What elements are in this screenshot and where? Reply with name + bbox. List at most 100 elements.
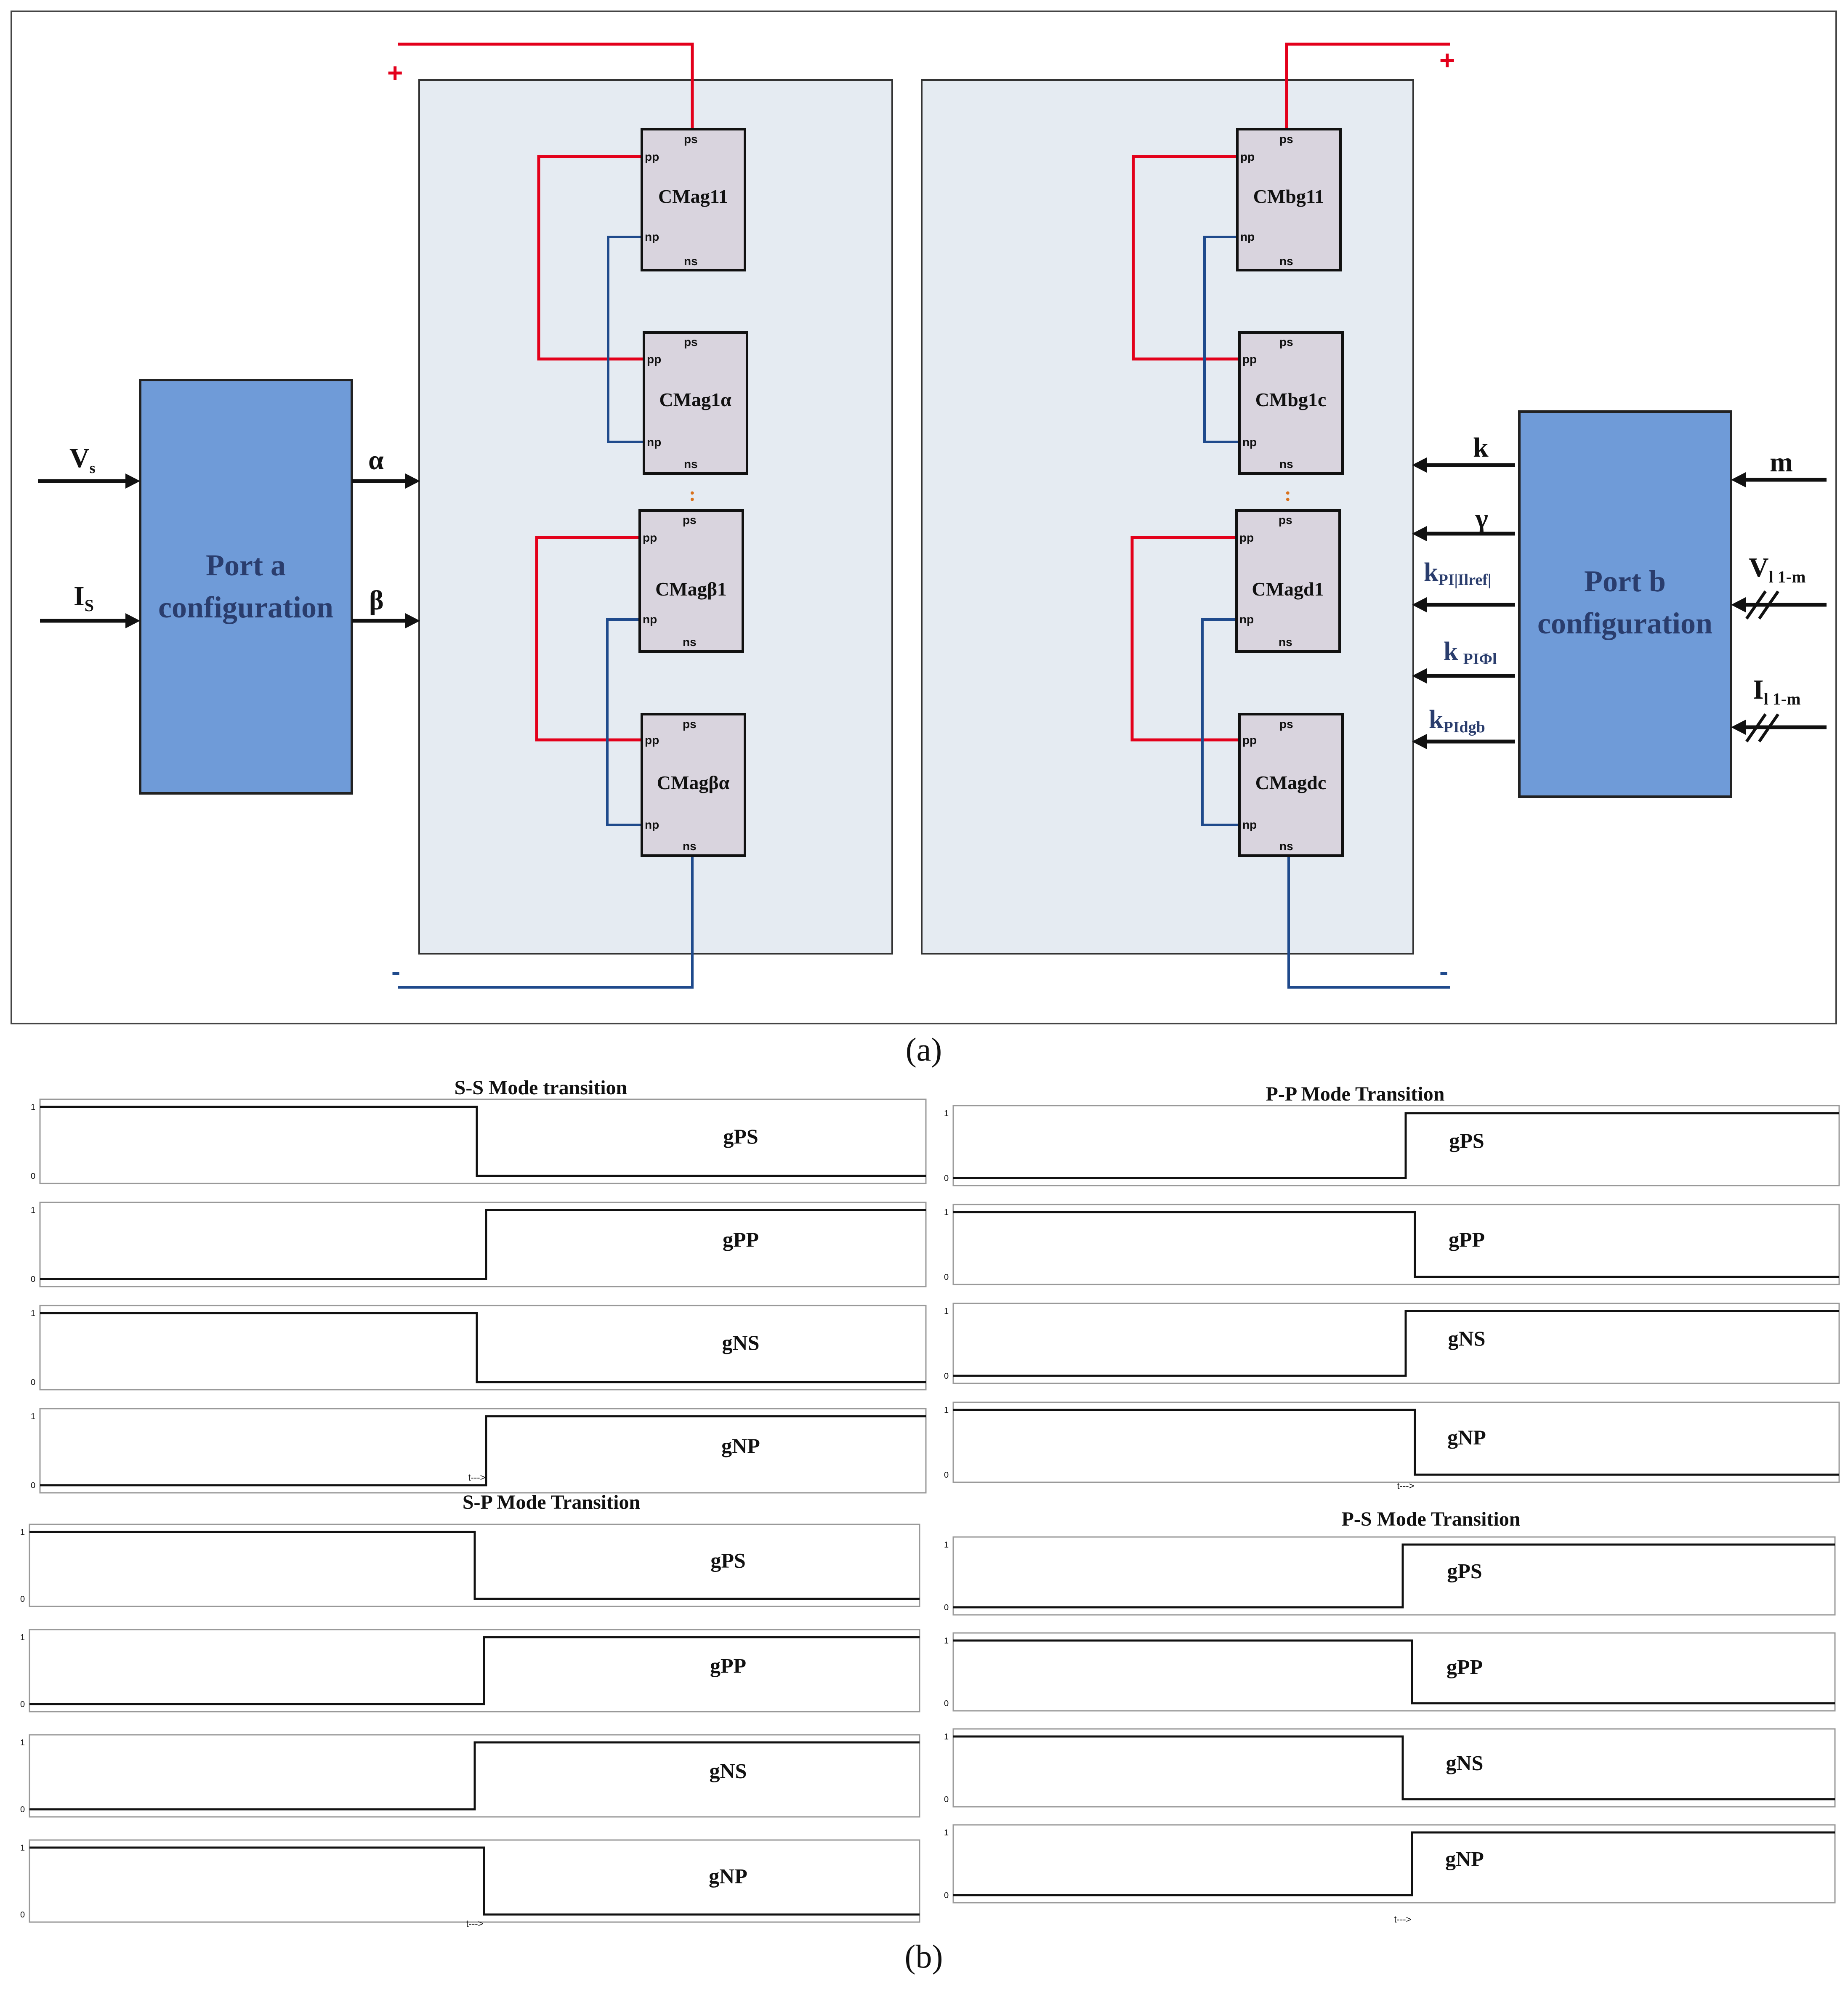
trace-waveform bbox=[953, 1310, 1839, 1377]
trace-waveform bbox=[953, 1211, 1839, 1278]
label-kpi3: kPIdgb bbox=[1429, 705, 1485, 736]
tick-label: 1 bbox=[20, 1633, 25, 1642]
trace-frame bbox=[39, 1202, 927, 1287]
trace-frame bbox=[39, 1098, 927, 1184]
svg-text:ns: ns bbox=[1279, 255, 1293, 268]
arrow-k bbox=[1412, 457, 1515, 473]
time-axis-label: t---> bbox=[468, 1472, 486, 1483]
tick-label: 0 bbox=[31, 1275, 35, 1284]
left-red-link-2 bbox=[535, 536, 644, 742]
module-right-3: ps pp CMagd1 np ns bbox=[1235, 509, 1341, 653]
tick-label: 1 bbox=[31, 1412, 35, 1421]
svg-text:ns: ns bbox=[684, 255, 698, 268]
tick-label: 1 bbox=[20, 1528, 25, 1537]
left-plus-sign: + bbox=[387, 58, 403, 88]
right-red-link-2 bbox=[1130, 536, 1239, 742]
svg-text:ps: ps bbox=[1279, 335, 1293, 348]
trace-frame bbox=[29, 1629, 920, 1712]
arrow-m bbox=[1731, 472, 1827, 487]
ellipsis-right: : bbox=[1284, 483, 1291, 505]
trace-frame bbox=[952, 1728, 1836, 1808]
module-label: CMag11 bbox=[658, 186, 728, 207]
left-blue-link-2 bbox=[606, 618, 644, 826]
arrow-gamma bbox=[1412, 526, 1515, 541]
trace-name: gPS bbox=[723, 1125, 758, 1148]
tick-label: 1 bbox=[944, 1307, 949, 1316]
module-left-3: ps pp CMagβ1 np ns bbox=[638, 509, 744, 653]
module-left-4: ps pp CMagβα np ns bbox=[641, 713, 746, 857]
label-vs: Vs bbox=[69, 443, 96, 476]
port-b-line1: Port b bbox=[1584, 564, 1666, 598]
time-axis-label: t---> bbox=[1394, 1914, 1412, 1925]
module-label: CMbg11 bbox=[1253, 186, 1324, 207]
tick-label: 0 bbox=[31, 1378, 35, 1387]
trace-name: gNS bbox=[1448, 1327, 1486, 1350]
tick-label: 0 bbox=[20, 1595, 25, 1604]
port-a-box bbox=[139, 379, 353, 795]
trace-frame bbox=[952, 1204, 1840, 1285]
trace-name: gNP bbox=[709, 1864, 747, 1888]
trace-name: gNS bbox=[722, 1331, 760, 1354]
tick-label: 0 bbox=[944, 1891, 949, 1900]
trace-waveform bbox=[953, 1409, 1839, 1476]
trace-waveform bbox=[29, 1846, 920, 1916]
tick-label: 1 bbox=[944, 1732, 949, 1742]
module-right-1: ps pp CMbg11 np ns bbox=[1236, 128, 1342, 271]
svg-text:pp: pp bbox=[1239, 531, 1254, 544]
trace-name: gNP bbox=[721, 1434, 760, 1457]
module-label: CMagβ1 bbox=[655, 578, 727, 600]
trace-name: gPS bbox=[1449, 1129, 1484, 1152]
module-label: CMagd1 bbox=[1252, 578, 1324, 600]
svg-text:ps: ps bbox=[683, 513, 697, 526]
right-minus-rail bbox=[1287, 856, 1450, 989]
time-axis-label: t---> bbox=[1397, 1481, 1415, 1491]
trace-frame bbox=[952, 1401, 1840, 1483]
left-minus-sign: - bbox=[391, 956, 400, 987]
trace-frame bbox=[39, 1305, 927, 1391]
svg-text:np: np bbox=[643, 613, 657, 626]
tick-label: 0 bbox=[944, 1372, 949, 1381]
trace-name: gNP bbox=[1447, 1425, 1486, 1449]
trace-name: gNS bbox=[710, 1759, 747, 1783]
label-il: Il 1-m bbox=[1753, 674, 1800, 708]
left-red-link-1 bbox=[537, 155, 644, 361]
svg-text:ps: ps bbox=[684, 133, 698, 146]
trace-waveform bbox=[40, 1106, 926, 1177]
trace-waveform bbox=[29, 1636, 920, 1705]
arrow-is bbox=[40, 613, 140, 628]
svg-text:pp: pp bbox=[643, 531, 657, 544]
trace-name: gPS bbox=[1447, 1559, 1482, 1583]
svg-text:ns: ns bbox=[683, 636, 697, 649]
arrow-vs bbox=[38, 473, 140, 489]
svg-text:ns: ns bbox=[684, 457, 698, 471]
svg-text:np: np bbox=[1242, 436, 1257, 449]
trace-waveform bbox=[953, 1831, 1835, 1896]
tick-label: 0 bbox=[944, 1795, 949, 1804]
label-is: IS bbox=[74, 581, 94, 615]
trace-waveform bbox=[953, 1112, 1839, 1179]
svg-text:ps: ps bbox=[1279, 133, 1293, 146]
arrow-beta bbox=[352, 613, 420, 628]
module-left-1: ps pp CMag11 np ns bbox=[641, 128, 746, 271]
module-label: CMagβα bbox=[657, 772, 730, 793]
time-axis-label: t---> bbox=[466, 1918, 484, 1929]
svg-text:ps: ps bbox=[1279, 513, 1292, 526]
svg-text:np: np bbox=[1240, 230, 1255, 243]
tick-label: 1 bbox=[20, 1843, 25, 1853]
svg-text:ns: ns bbox=[1279, 840, 1293, 853]
trace-frame bbox=[952, 1303, 1840, 1384]
trace-frame bbox=[952, 1824, 1836, 1904]
arrow-kpi2 bbox=[1412, 668, 1515, 683]
trace-waveform bbox=[953, 1543, 1835, 1609]
tick-label: 0 bbox=[31, 1172, 35, 1181]
tick-label: 1 bbox=[31, 1309, 35, 1318]
tick-label: 0 bbox=[20, 1805, 25, 1814]
svg-text:np: np bbox=[1242, 818, 1257, 831]
svg-text:ns: ns bbox=[683, 840, 697, 853]
tick-label: 0 bbox=[944, 1699, 949, 1708]
label-beta: β bbox=[369, 585, 384, 616]
tick-label: 0 bbox=[944, 1470, 949, 1480]
module-label: CMbg1c bbox=[1255, 389, 1327, 410]
module-right-2: ps pp CMbg1c np ns bbox=[1238, 331, 1344, 475]
